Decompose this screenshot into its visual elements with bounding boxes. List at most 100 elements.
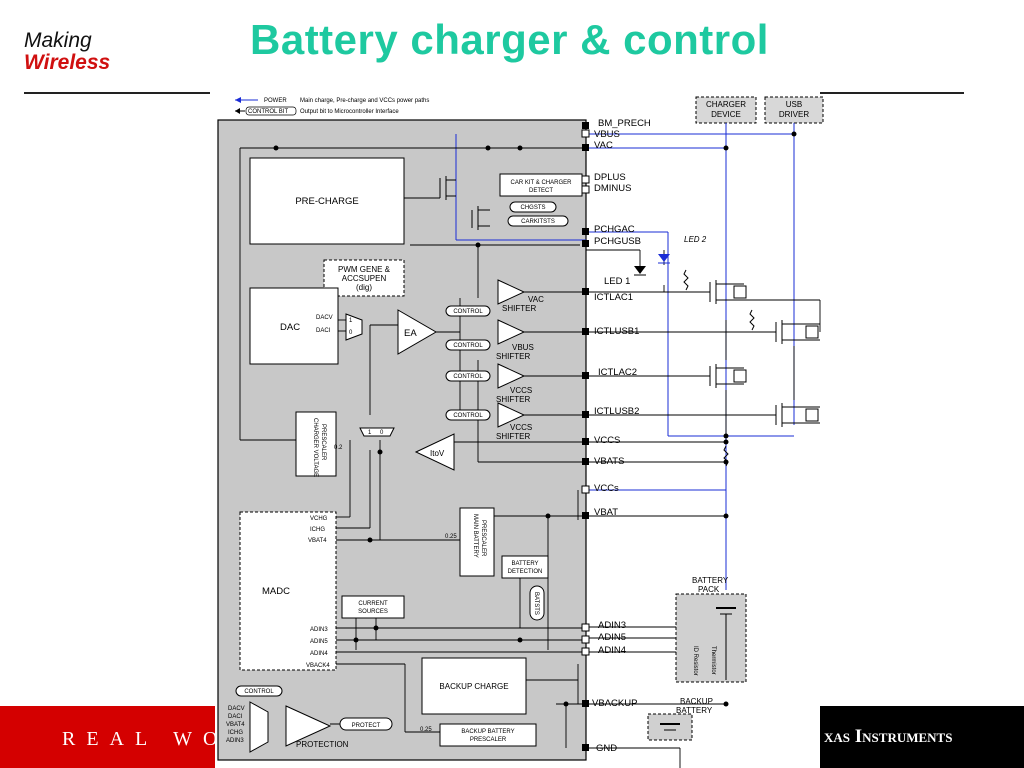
prot-ichg: ICHG [228,730,243,736]
pin-vbackup: VBACKUP [592,698,637,709]
batt-detect-line2: DETECTION [508,569,543,575]
pin-bm-prech: BM_PRECH [598,118,651,129]
charger-device-box: CHARGER DEVICE [695,96,757,124]
header-rule-right [820,92,964,94]
battery-pack: BATTERY PACK Thermistor ID Resistor [675,576,747,683]
input-mux: 1 0 [359,427,395,437]
precharge-block: PRE-CHARGE [249,157,405,245]
control-vac: CONTROL [453,309,483,315]
madc-adin3: ADIN3 [310,627,328,633]
cs-line2: SOURCES [358,609,388,615]
pin-adin4: ADIN4 [598,645,626,656]
mux2-0: 0 [380,430,384,436]
madc-adin4: ADIN4 [310,651,328,657]
backup-battery: BACKUP BATTERY [647,697,713,741]
protection-control: CONTROL [244,689,274,695]
carkitsts-label: CARKITSTS [521,219,555,225]
chip-pins [581,122,590,751]
cvp-line1: CHARGER VOLTAGE [312,418,318,477]
pin-pchgusb: PCHGUSB [594,236,641,247]
carkit-line1: CAR KIT & CHARGER [511,180,573,186]
ratio-025b: 0.25 [420,727,432,733]
pin-vccs-2: VCCs [594,483,619,494]
current-sources-block: CURRENT SOURCES [341,595,405,619]
prot-daci: DACI [228,714,243,720]
pin-ictlac2: ICTLAC2 [598,367,637,378]
usb-driver-line1: USB [786,100,802,109]
pin-ictlusb2: ICTLUSB2 [594,406,639,417]
madc-vback4: VBACK4 [306,663,330,669]
internal-wiring [239,147,821,768]
madc-vchg: VCHG [310,516,328,522]
protect-label: PROTECT [352,723,381,729]
prot-dacv: DACV [228,706,245,712]
charger-voltage-prescaler: CHARGER VOLTAGE PRESCALER 0.2 [295,411,343,477]
legend-power: POWER [264,98,287,104]
vbus-shifter: VBUS SHIFTER CONTROL [445,319,534,361]
footer-real-world: REAL WO [62,728,229,750]
led-diodes [634,254,670,276]
ea-label: EA [404,328,417,339]
backup-battery-line2: BATTERY [676,706,713,715]
ratio-025a: 0.25 [445,534,457,540]
control-vccs2: CONTROL [453,413,483,419]
protection-label: PROTECTION [296,740,349,749]
dac-mux: 1 0 [345,313,363,341]
bbp-line1: BACKUP BATTERY [461,729,514,735]
vccs-shifter2-line1: VCCS [510,423,532,432]
led2-label: LED 2 [684,235,707,244]
carkit-detect-block: CAR KIT & CHARGER DETECT CHGSTS CARKITST… [499,173,583,227]
pin-pchgac: PCHGAC [594,224,635,235]
mux-1: 1 [349,318,353,324]
pin-vbats: VBATS [594,456,624,467]
usb-driver-line2: DRIVER [779,110,809,119]
vccs-shifter-1: VCCS SHIFTER CONTROL [445,363,532,404]
batt-detect-line1: BATTERY [511,561,538,567]
madc-block: MADC VCHG ICHG VBAT4 ADIN3 ADIN5 ADIN4 V… [239,511,337,671]
madc-adin5: ADIN5 [310,639,328,645]
header-rule-left [24,92,210,94]
madc-label: MADC [262,586,290,597]
vccs-shifter1-line1: VCCS [510,386,532,395]
itov-label: ItoV [430,449,445,458]
charger-device-line2: DEVICE [711,110,741,119]
vccs-shifter-2: VCCS SHIFTER CONTROL [445,402,532,441]
cvp-line2: PRESCALER [320,424,326,461]
backup-prescaler-block: BACKUP BATTERY PRESCALER 0.25 [420,723,537,747]
vac-shifter-line1: VAC [528,295,544,304]
dacv-label: DACV [316,315,333,321]
battery-detection-block: BATTERY DETECTION BATSTS [501,555,549,621]
backup-charge-label: BACKUP CHARGE [439,682,508,691]
slide-title: Battery charger & control [250,16,769,63]
pin-vccs: VCCS [594,435,620,446]
vbus-shifter-line1: VBUS [512,343,534,352]
usb-driver-box: USB DRIVER [764,96,824,124]
vccs-shifter2-line2: SHIFTER [496,432,530,441]
pin-ictlac1: ICTLAC1 [594,292,633,303]
pwm-line1: PWM GENE & [338,265,391,274]
dac-block: DAC DACV DACI [249,287,339,365]
pin-adin5: ADIN5 [598,632,626,643]
pin-vbus: VBUS [594,129,620,140]
protection-block: CONTROL PROTECT PROTECTION DACV DACI VBA… [226,685,393,753]
ratio-02: 0.2 [334,445,343,451]
prot-adin3: ADIN3 [226,738,244,744]
pwm-line3: (dig) [356,283,372,292]
thermistor-label: Thermistor [710,646,716,675]
carkit-line2: DETECT [529,188,553,194]
vac-shifter: VAC SHIFTER CONTROL [445,279,544,317]
footer-ti-logo: xas Instruments [820,706,1024,768]
bbp-line2: PRESCALER [470,737,507,743]
pwm-line2: ACCSUPEN [342,274,387,283]
madc-vbat4: VBAT4 [308,538,327,544]
precharge-transistors [439,176,490,230]
making-wireless-logo: Making Wireless [24,30,110,74]
mbp-line2: PRESCALER [480,520,486,557]
pin-ictlusb1: ICTLUSB1 [594,326,639,337]
legend: POWER Main charge, Pre-charge and VCCs p… [235,97,429,116]
mux-0: 0 [349,330,353,336]
footer-red-band: REAL WO [0,706,217,768]
mbp-line1: MAIN BATTERY [472,514,478,558]
main-battery-prescaler: MAIN BATTERY PRESCALER 0.25 [445,507,495,577]
